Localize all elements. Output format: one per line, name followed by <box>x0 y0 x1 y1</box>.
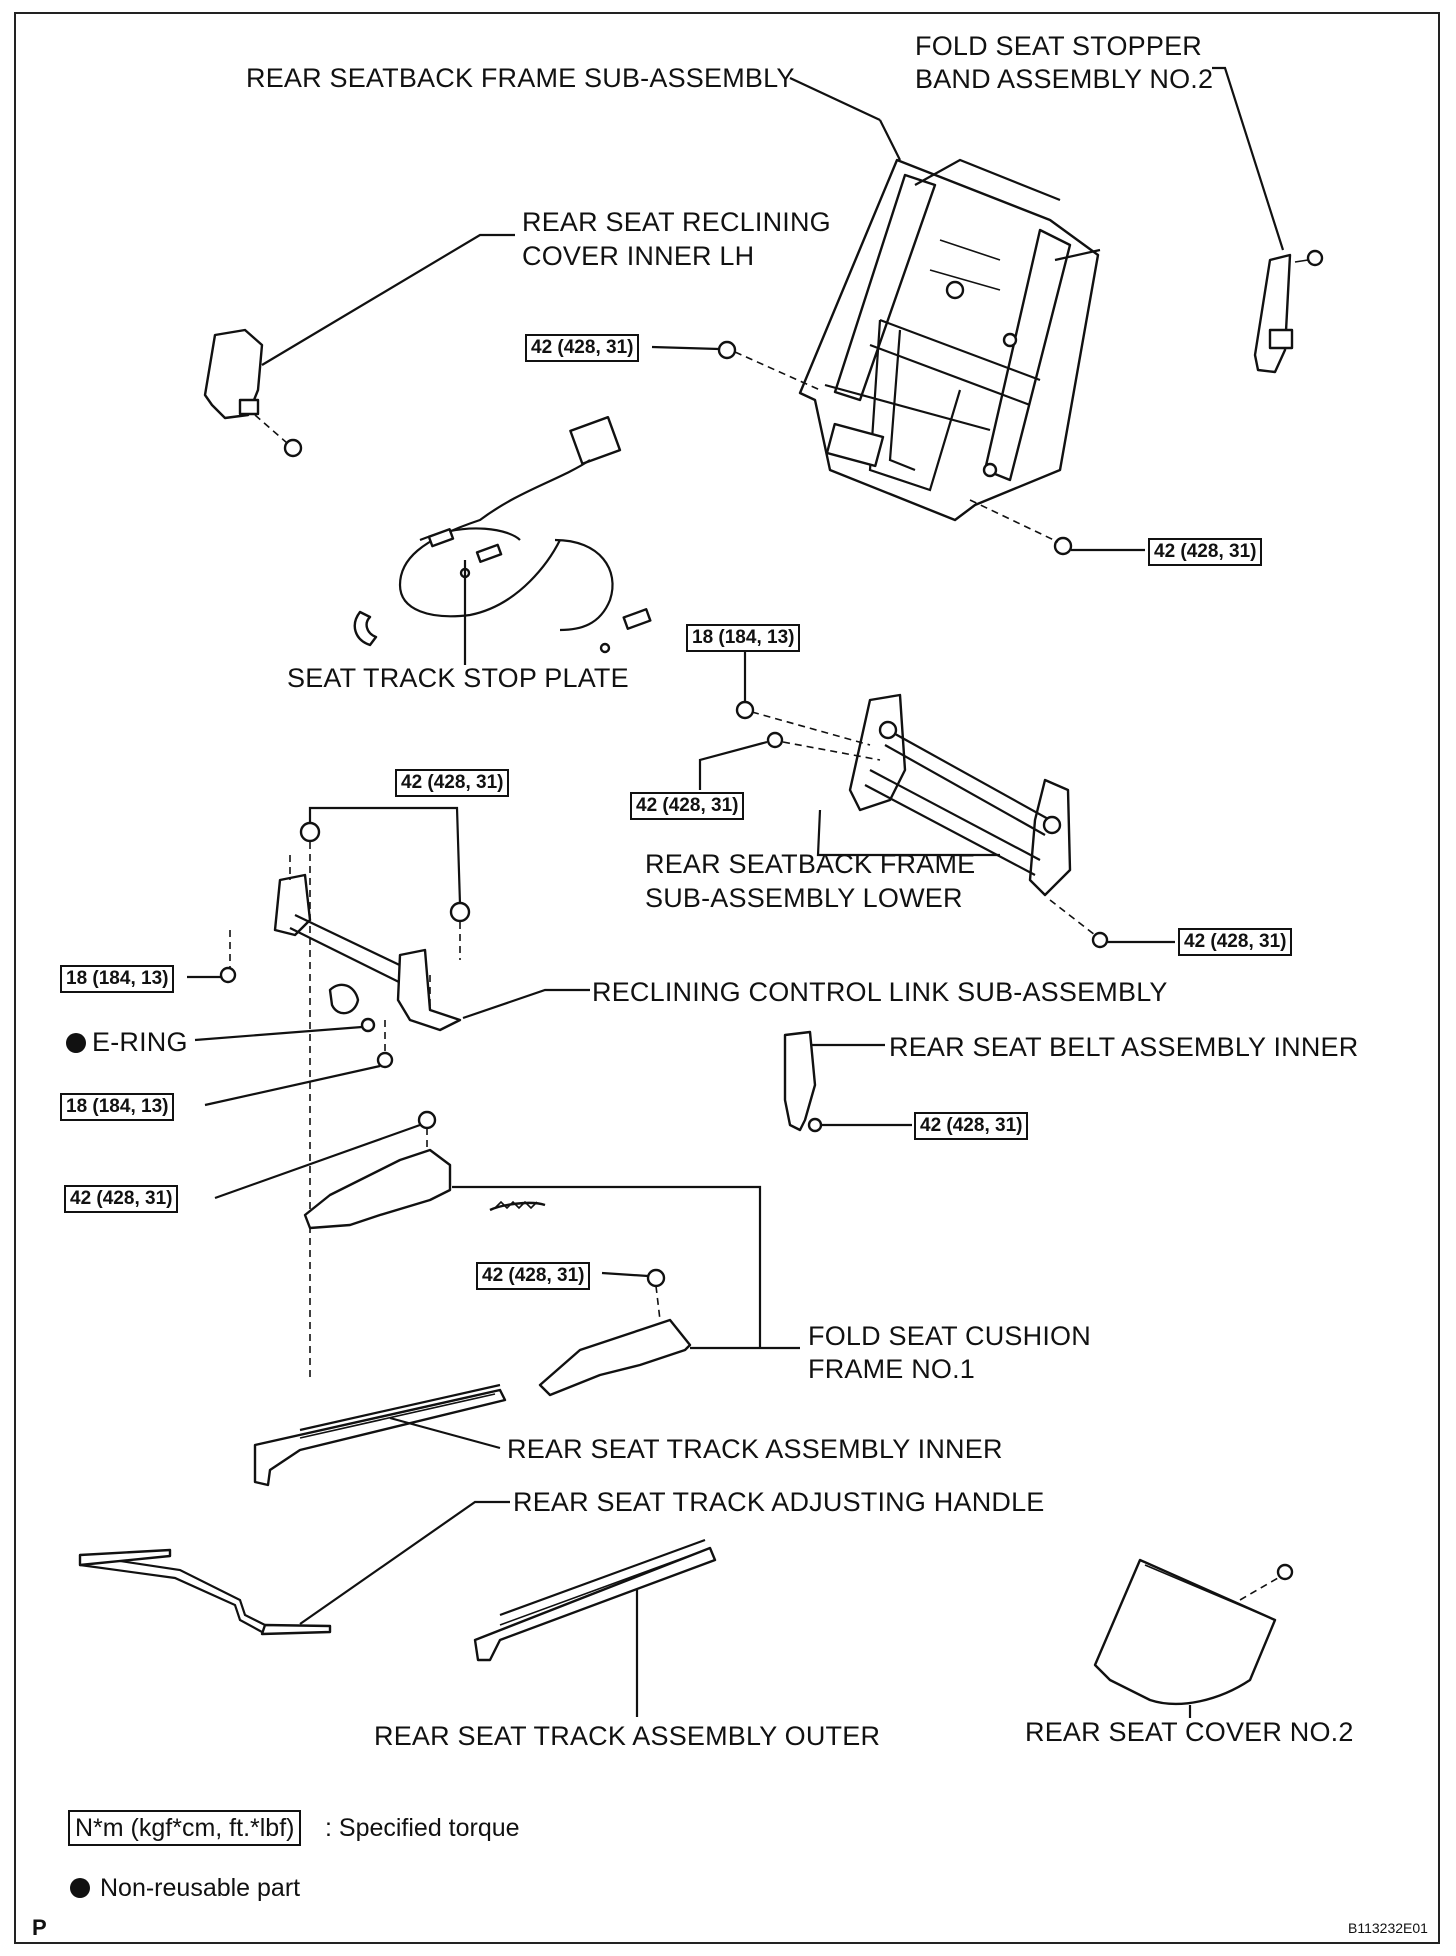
label-fold-seat-stopper-line1: FOLD SEAT STOPPER <box>915 31 1202 61</box>
bolt-42-seatback-lower-right <box>1091 931 1109 949</box>
nut-18-upper <box>735 700 755 720</box>
torque-seatback-lower-right: 42 (428, 31) <box>1178 928 1293 956</box>
rear-seatback-frame-part <box>798 158 1101 522</box>
torque-cushion-lower: 42 (428, 31) <box>476 1262 591 1290</box>
bolt-42-lower-left <box>766 731 784 749</box>
label-rear-seatback-frame: REAR SEATBACK FRAME SUB-ASSEMBLY <box>246 63 795 93</box>
torque-seatback-lower-bolt: 42 (428, 31) <box>630 792 745 820</box>
e-ring-part <box>360 1017 376 1033</box>
legend-bullet <box>70 1878 90 1898</box>
rear-seat-track-inner-part <box>253 1383 507 1487</box>
label-seat-cover-no2: REAR SEAT COVER NO.2 <box>1025 1717 1354 1747</box>
nut-42-cushion-upper <box>417 1110 437 1130</box>
reclining-cover-inner-part <box>203 328 303 458</box>
figure-id: B113232E01 <box>1348 1920 1428 1936</box>
legend-non-reusable: Non-reusable part <box>100 1874 301 1902</box>
section-mark: P <box>32 1915 47 1940</box>
label-track-inner: REAR SEAT TRACK ASSEMBLY INNER <box>507 1434 1003 1464</box>
legend-torque-desc: : Specified torque <box>325 1814 520 1842</box>
nut-42-cushion-lower <box>646 1268 666 1288</box>
bolt-18-lower <box>376 1051 394 1069</box>
seat-track-stop-plate-part <box>353 610 378 647</box>
torque-seatback-lower-nut: 18 (184, 13) <box>686 624 801 652</box>
nut-42-link-left <box>299 821 321 843</box>
torque-seat-belt: 42 (428, 31) <box>914 1112 1029 1140</box>
bolt-lower-right <box>1053 536 1073 556</box>
label-reclining-control-link: RECLINING CONTROL LINK SUB-ASSEMBLY <box>592 977 1168 1007</box>
label-track-adjusting-handle: REAR SEAT TRACK ADJUSTING HANDLE <box>513 1487 1045 1517</box>
release-cable-part <box>398 415 652 654</box>
label-reclining-cover-line2: COVER INNER LH <box>522 241 755 271</box>
fold-seat-stopper-band-part <box>1253 249 1324 374</box>
fold-seat-cushion-frame-lower-part <box>538 1318 692 1397</box>
track-adjusting-handle-part <box>78 1548 332 1636</box>
rear-seat-track-outer-part <box>473 1538 717 1662</box>
torque-link-bolt: 18 (184, 13) <box>60 965 175 993</box>
torque-seatback-lower: 42 (428, 31) <box>1148 538 1263 566</box>
torque-cushion-upper: 42 (428, 31) <box>64 1185 179 1213</box>
label-rear-seat-belt-inner: REAR SEAT BELT ASSEMBLY INNER <box>889 1032 1359 1062</box>
label-seatback-lower-line2: SUB-ASSEMBLY LOWER <box>645 883 963 913</box>
label-track-outer: REAR SEAT TRACK ASSEMBLY OUTER <box>374 1721 881 1751</box>
label-seat-track-stop-plate: SEAT TRACK STOP PLATE <box>287 663 629 693</box>
e-ring-text: E-RING <box>92 1027 188 1057</box>
torque-link-nuts: 42 (428, 31) <box>395 769 510 797</box>
rear-seat-belt-inner-part <box>783 1030 823 1133</box>
label-seatback-lower-line1: REAR SEATBACK FRAME <box>645 849 976 879</box>
fold-seat-cushion-frame-upper-part <box>303 1148 546 1230</box>
bolt-upper-left <box>717 340 737 360</box>
reclining-control-link-part <box>273 873 462 1032</box>
rear-seat-cover-no2-part <box>1093 1558 1294 1706</box>
label-e-ring: E-RING <box>66 1026 188 1058</box>
torque-lower-bolt: 18 (184, 13) <box>60 1093 175 1121</box>
label-fold-cushion-line2: FRAME NO.1 <box>808 1354 976 1384</box>
torque-seatback-upper: 42 (428, 31) <box>525 334 640 362</box>
label-fold-seat-stopper-line2: BAND ASSEMBLY NO.2 <box>915 64 1214 94</box>
seatback-frame-lower-part <box>848 693 1072 897</box>
legend-torque-units: N*m (kgf*cm, ft.*lbf) <box>68 1810 302 1846</box>
nut-42-link-right <box>449 901 471 923</box>
label-fold-cushion-line1: FOLD SEAT CUSHION <box>808 1321 1091 1351</box>
non-reusable-dot-icon <box>66 1033 86 1053</box>
label-reclining-cover-line1: REAR SEAT RECLINING <box>522 207 831 237</box>
diagram-frame <box>14 12 1440 1944</box>
bolt-18-link <box>219 966 237 984</box>
